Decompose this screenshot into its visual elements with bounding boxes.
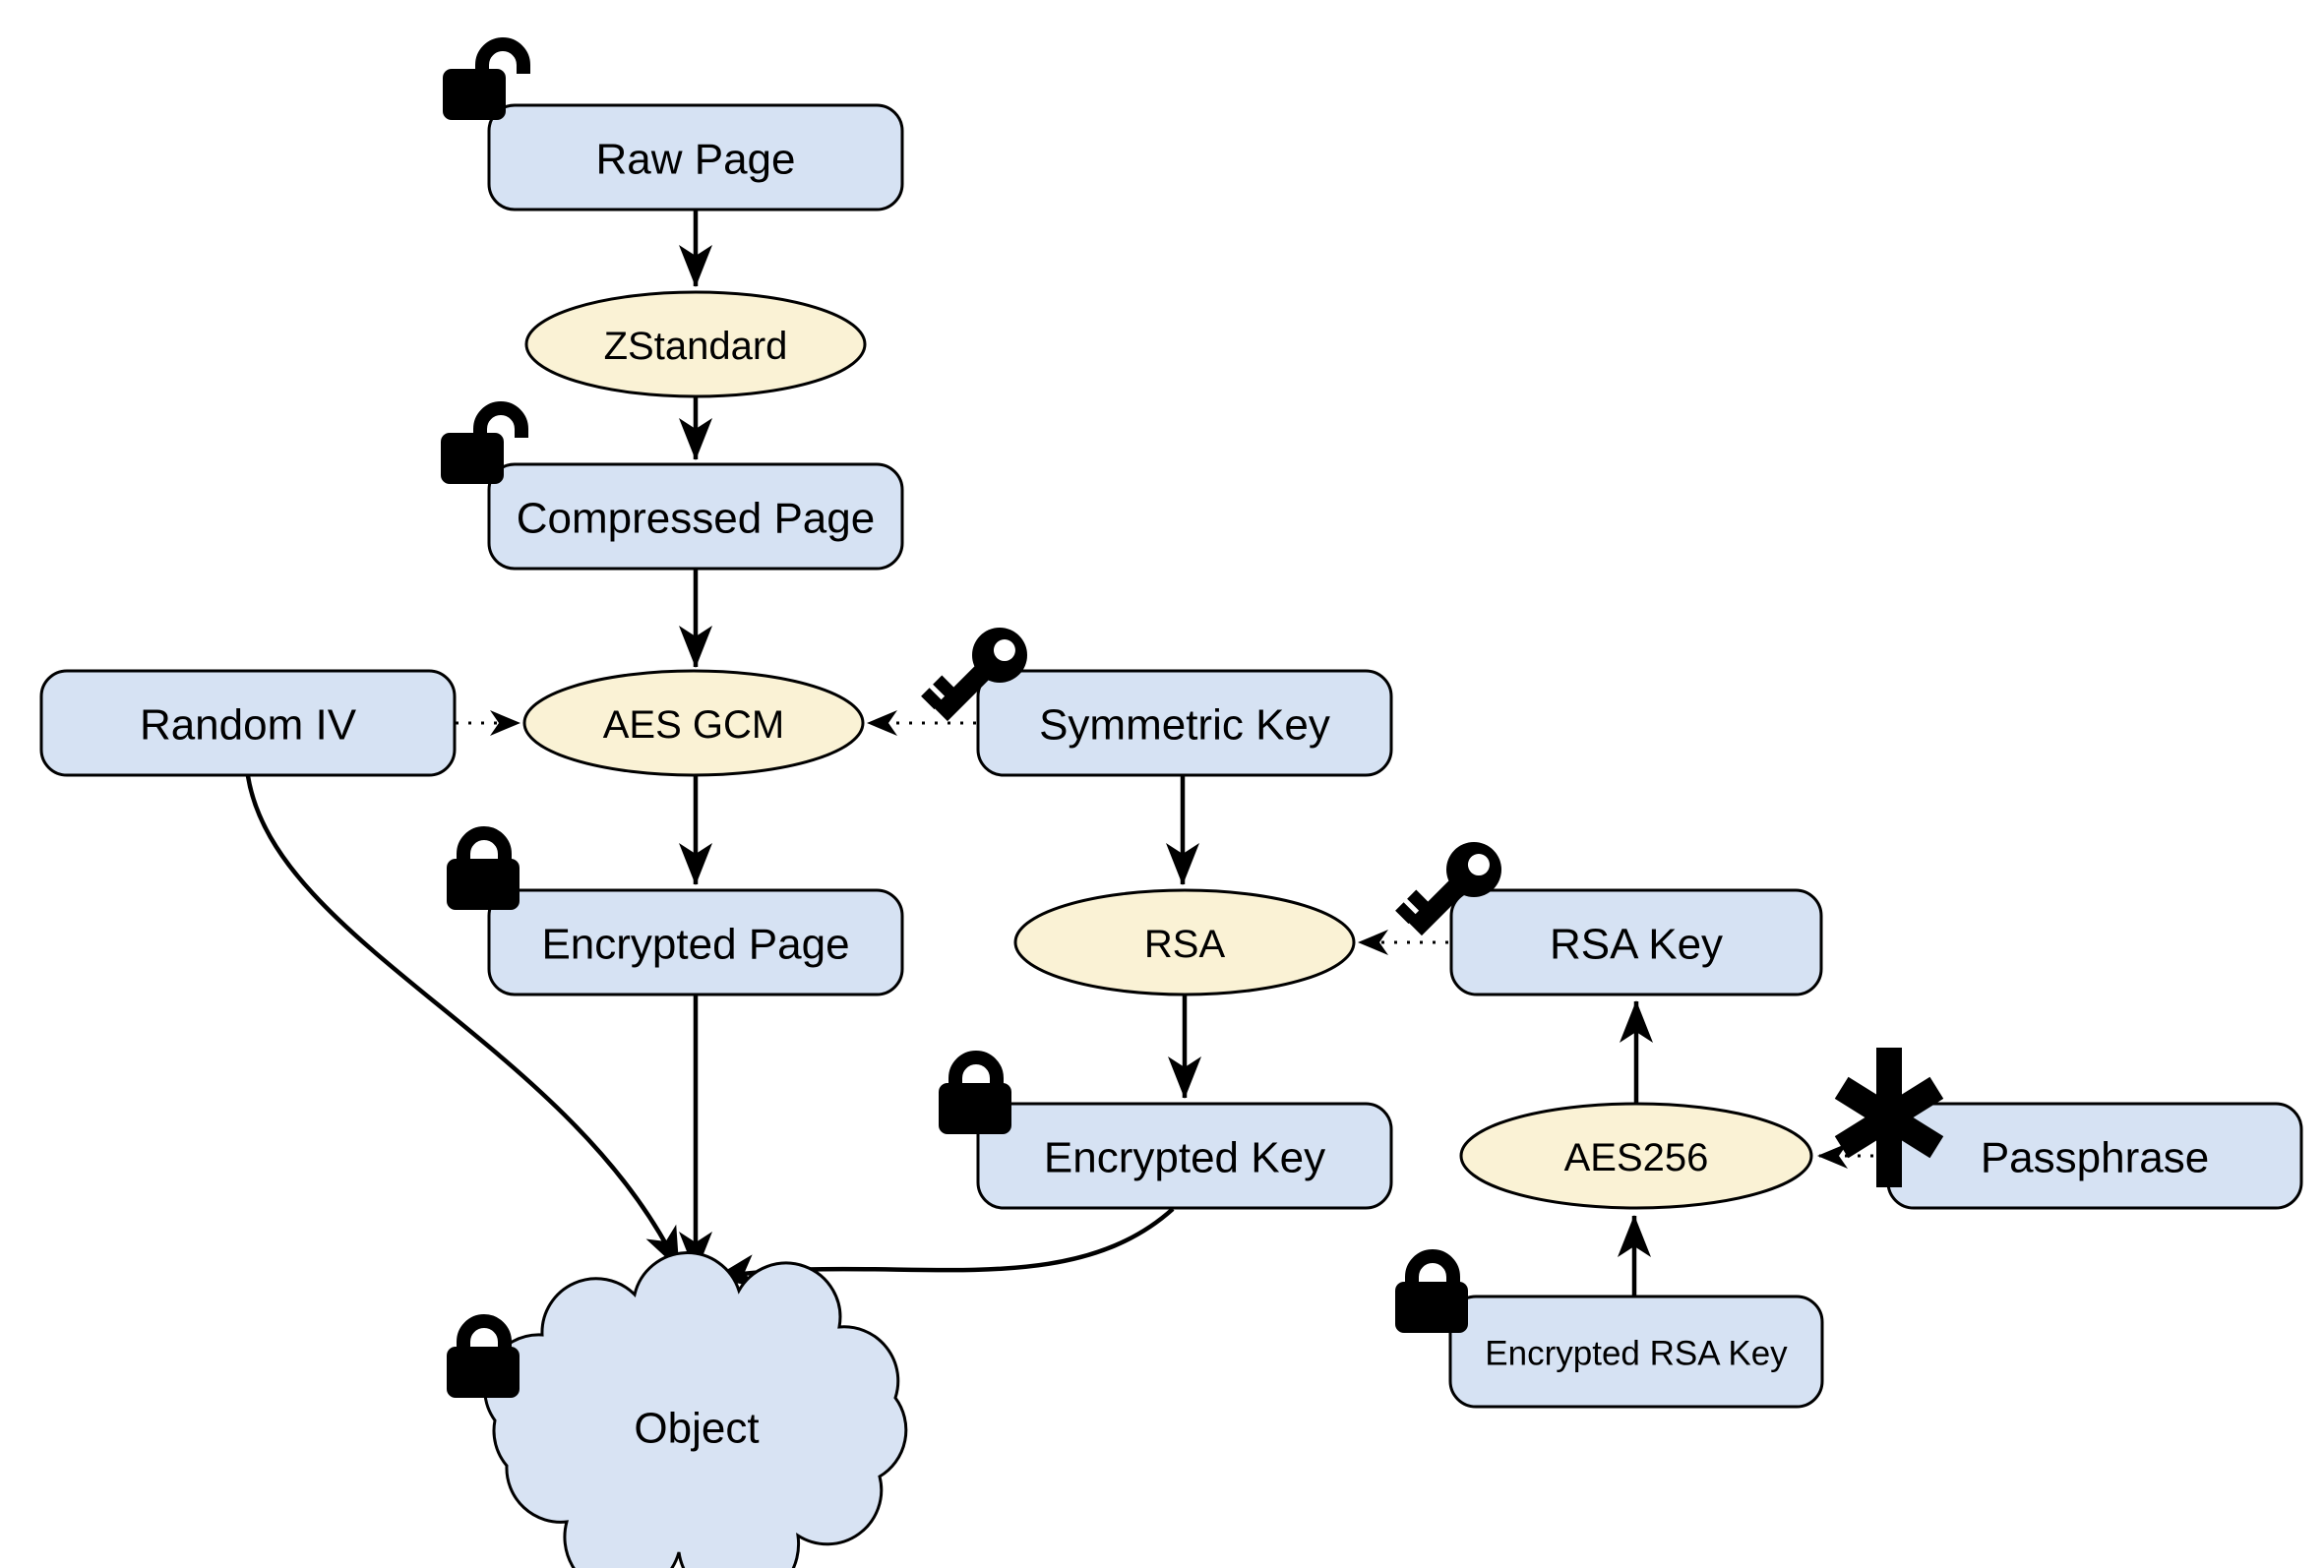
node-encrypted-key-label: Encrypted Key bbox=[1044, 1134, 1325, 1182]
key-icon bbox=[921, 628, 1027, 722]
nodes: Raw Page ZStandard Compressed Page Rando… bbox=[39, 103, 2303, 1568]
node-zstandard-label: ZStandard bbox=[604, 325, 788, 368]
key-icon bbox=[1395, 842, 1501, 936]
node-object-label: Object bbox=[634, 1405, 759, 1453]
node-aes-gcm: AES GCM bbox=[522, 669, 865, 777]
node-rsa-label: RSA bbox=[1144, 923, 1226, 966]
node-aes256: AES256 bbox=[1459, 1102, 1813, 1210]
node-compressed-page-label: Compressed Page bbox=[517, 495, 875, 543]
locked-padlock-icon bbox=[939, 1051, 1011, 1134]
locked-padlock-icon bbox=[1395, 1249, 1468, 1333]
node-rsa-key-label: RSA Key bbox=[1550, 921, 1723, 969]
node-raw-page-label: Raw Page bbox=[595, 136, 795, 184]
node-random-iv-label: Random IV bbox=[140, 701, 357, 750]
edge-random-iv-to-object bbox=[245, 775, 682, 1270]
unlocked-padlock-icon bbox=[443, 37, 530, 120]
locked-padlock-icon bbox=[447, 1314, 520, 1398]
cloud-shape bbox=[483, 1251, 908, 1568]
node-encrypted-rsa-key-label: Encrypted RSA Key bbox=[1485, 1335, 1788, 1373]
icons bbox=[441, 37, 1944, 1398]
node-random-iv: Random IV bbox=[39, 669, 457, 777]
node-rsa: RSA bbox=[1013, 888, 1356, 996]
asterisk-icon bbox=[1834, 1048, 1944, 1187]
node-symmetric-key: Symmetric Key bbox=[976, 669, 1393, 777]
node-passphrase-label: Passphrase bbox=[1981, 1134, 2209, 1182]
node-compressed-page: Compressed Page bbox=[487, 462, 904, 571]
node-aes-gcm-label: AES GCM bbox=[603, 703, 784, 747]
node-encrypted-key: Encrypted Key bbox=[976, 1102, 1393, 1210]
locked-padlock-icon bbox=[447, 826, 520, 910]
node-encrypted-page-label: Encrypted Page bbox=[541, 921, 849, 969]
node-rsa-key: RSA Key bbox=[1449, 888, 1823, 996]
node-raw-page: Raw Page bbox=[487, 103, 904, 211]
node-symmetric-key-label: Symmetric Key bbox=[1039, 701, 1330, 750]
node-encrypted-page: Encrypted Page bbox=[487, 888, 904, 996]
node-zstandard: ZStandard bbox=[524, 290, 867, 398]
node-passphrase: Passphrase bbox=[1886, 1102, 2303, 1210]
unlocked-padlock-icon bbox=[441, 401, 528, 484]
node-object-cloud: Object bbox=[483, 1251, 908, 1568]
node-aes256-label: AES256 bbox=[1564, 1136, 1709, 1179]
node-encrypted-rsa-key: Encrypted RSA Key bbox=[1448, 1295, 1824, 1409]
